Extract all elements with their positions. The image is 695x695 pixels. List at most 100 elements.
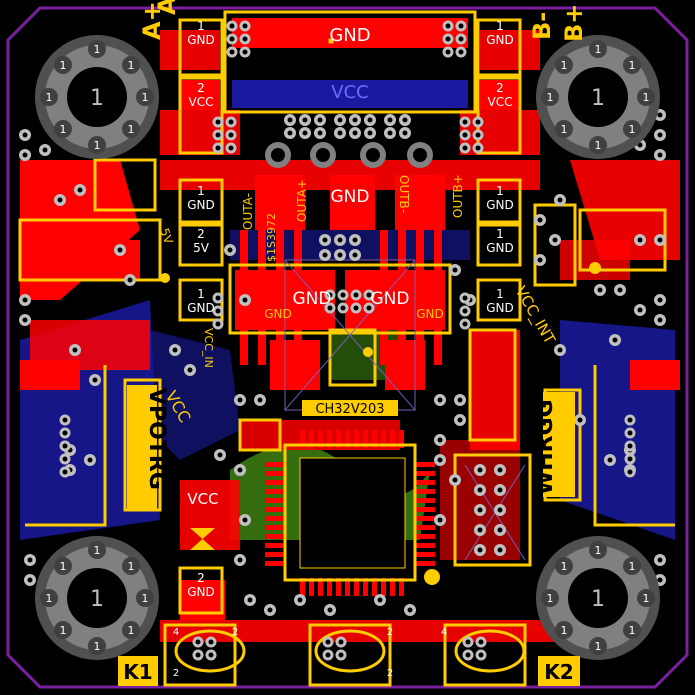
via-hole	[267, 607, 273, 613]
ic-pin-bottom	[399, 578, 404, 596]
header-pin-hole	[475, 119, 481, 125]
k1-label: K1	[123, 660, 152, 684]
mount-hole-bottom-left	[67, 568, 127, 628]
mount-ring-pad	[589, 637, 607, 655]
mount-ring-pad	[136, 88, 154, 106]
via-hole	[402, 117, 408, 123]
ic-pin-top	[363, 430, 368, 448]
header-pin-hole	[242, 23, 248, 29]
gnd-small-right-label: GND	[416, 307, 444, 321]
via-hole	[497, 467, 503, 473]
k2-badge	[538, 656, 580, 686]
via-hole	[457, 397, 463, 403]
ic-pin-bottom	[318, 578, 323, 596]
pin-headers	[59, 20, 636, 661]
mount-ring-pad	[623, 557, 641, 575]
mount-ring-number: 1	[629, 59, 636, 72]
via-hole	[377, 597, 383, 603]
top-connector-outline	[223, 10, 477, 114]
via-hole	[187, 367, 193, 373]
via-hole	[497, 547, 503, 553]
ic-pin-top	[336, 430, 341, 448]
mount-ring-pad	[589, 136, 607, 154]
mount-ring-number: 1	[643, 91, 650, 104]
pad-number: 2	[197, 571, 205, 585]
ic-pin-top	[399, 430, 404, 448]
via-hole	[657, 317, 663, 323]
pad-labels: 1GND1GND2VCC2VCC1GND1GND25V1GND1GND2GND1…	[187, 19, 514, 599]
header-pin-hole	[338, 639, 344, 645]
header-pin-hole	[327, 292, 333, 298]
header-pin-hole	[462, 295, 468, 301]
header-pin-hole	[627, 469, 633, 475]
via-hole	[497, 527, 503, 533]
via-hole	[657, 152, 663, 158]
mount-ring-number: 1	[142, 91, 149, 104]
via-hole	[237, 467, 243, 473]
part-code-label: $1S3972	[265, 213, 278, 262]
ic-pin-left	[265, 552, 285, 557]
mount-hole-top-right	[568, 67, 628, 127]
mount-ring-pad	[88, 541, 106, 559]
ic-label-badge	[302, 400, 398, 416]
header-pin-hole	[325, 639, 331, 645]
via-hole	[57, 197, 63, 203]
ic-pin-right	[415, 489, 435, 494]
mount-ring-number: 1	[561, 59, 568, 72]
ic-pin-right	[415, 525, 435, 530]
right-silk-badge	[543, 392, 575, 497]
vcc-bottom-label: VCC	[187, 490, 218, 508]
ic-pin-left	[265, 489, 285, 494]
left-silk-badge	[127, 385, 157, 510]
pad-number: 1	[496, 287, 504, 301]
via-hole	[552, 237, 558, 243]
via-hole	[367, 130, 373, 136]
header-pin-hole	[462, 119, 468, 125]
header-pin-hole	[445, 49, 451, 55]
via-hole	[302, 117, 308, 123]
header-pin-hole	[462, 321, 468, 327]
via-hole	[537, 257, 543, 263]
silkscreen-layer	[18, 10, 675, 687]
ic-pin-right	[415, 543, 435, 548]
via-hole	[657, 132, 663, 138]
pad-number: 2	[197, 81, 205, 95]
k2-label: K2	[544, 660, 573, 684]
via-hole	[42, 147, 48, 153]
mount-ring-pad	[623, 56, 641, 74]
via-hole	[337, 117, 343, 123]
via-hole	[287, 130, 293, 136]
via-hole	[497, 507, 503, 513]
ic-pin-top	[309, 430, 314, 448]
ic-pin-bottom	[354, 578, 359, 596]
ic-pin-right	[415, 462, 435, 467]
via-hole	[637, 142, 643, 148]
header-pin-hole	[465, 639, 471, 645]
ic-pin-top	[345, 430, 350, 448]
mount-ring-number: 1	[561, 624, 568, 637]
mount-ring-number: 1	[60, 560, 67, 573]
pad-number: 2	[197, 227, 205, 241]
header-pin-hole	[478, 652, 484, 658]
ic-pin-right	[415, 534, 435, 539]
ic-pin-left	[265, 507, 285, 512]
via-hole	[237, 397, 243, 403]
pad-net-label: GND	[486, 198, 514, 212]
header-pin-hole	[228, 132, 234, 138]
header-pin-hole	[208, 652, 214, 658]
via-hole	[407, 607, 413, 613]
silk-dots	[160, 262, 601, 585]
ic-pin-left	[265, 498, 285, 503]
mount-ring-pad	[637, 589, 655, 607]
ic-pin-left	[265, 516, 285, 521]
gnd-mid-right-label: GND	[371, 289, 410, 309]
mount-ring-number: 1	[46, 592, 53, 605]
pad-number: 1	[197, 287, 205, 301]
via-hole	[637, 237, 643, 243]
header-pin-hole	[465, 652, 471, 658]
via-hole	[247, 597, 253, 603]
header-pin-hole	[215, 145, 221, 151]
header-pin-hole	[229, 36, 235, 42]
via-hole	[612, 337, 618, 343]
